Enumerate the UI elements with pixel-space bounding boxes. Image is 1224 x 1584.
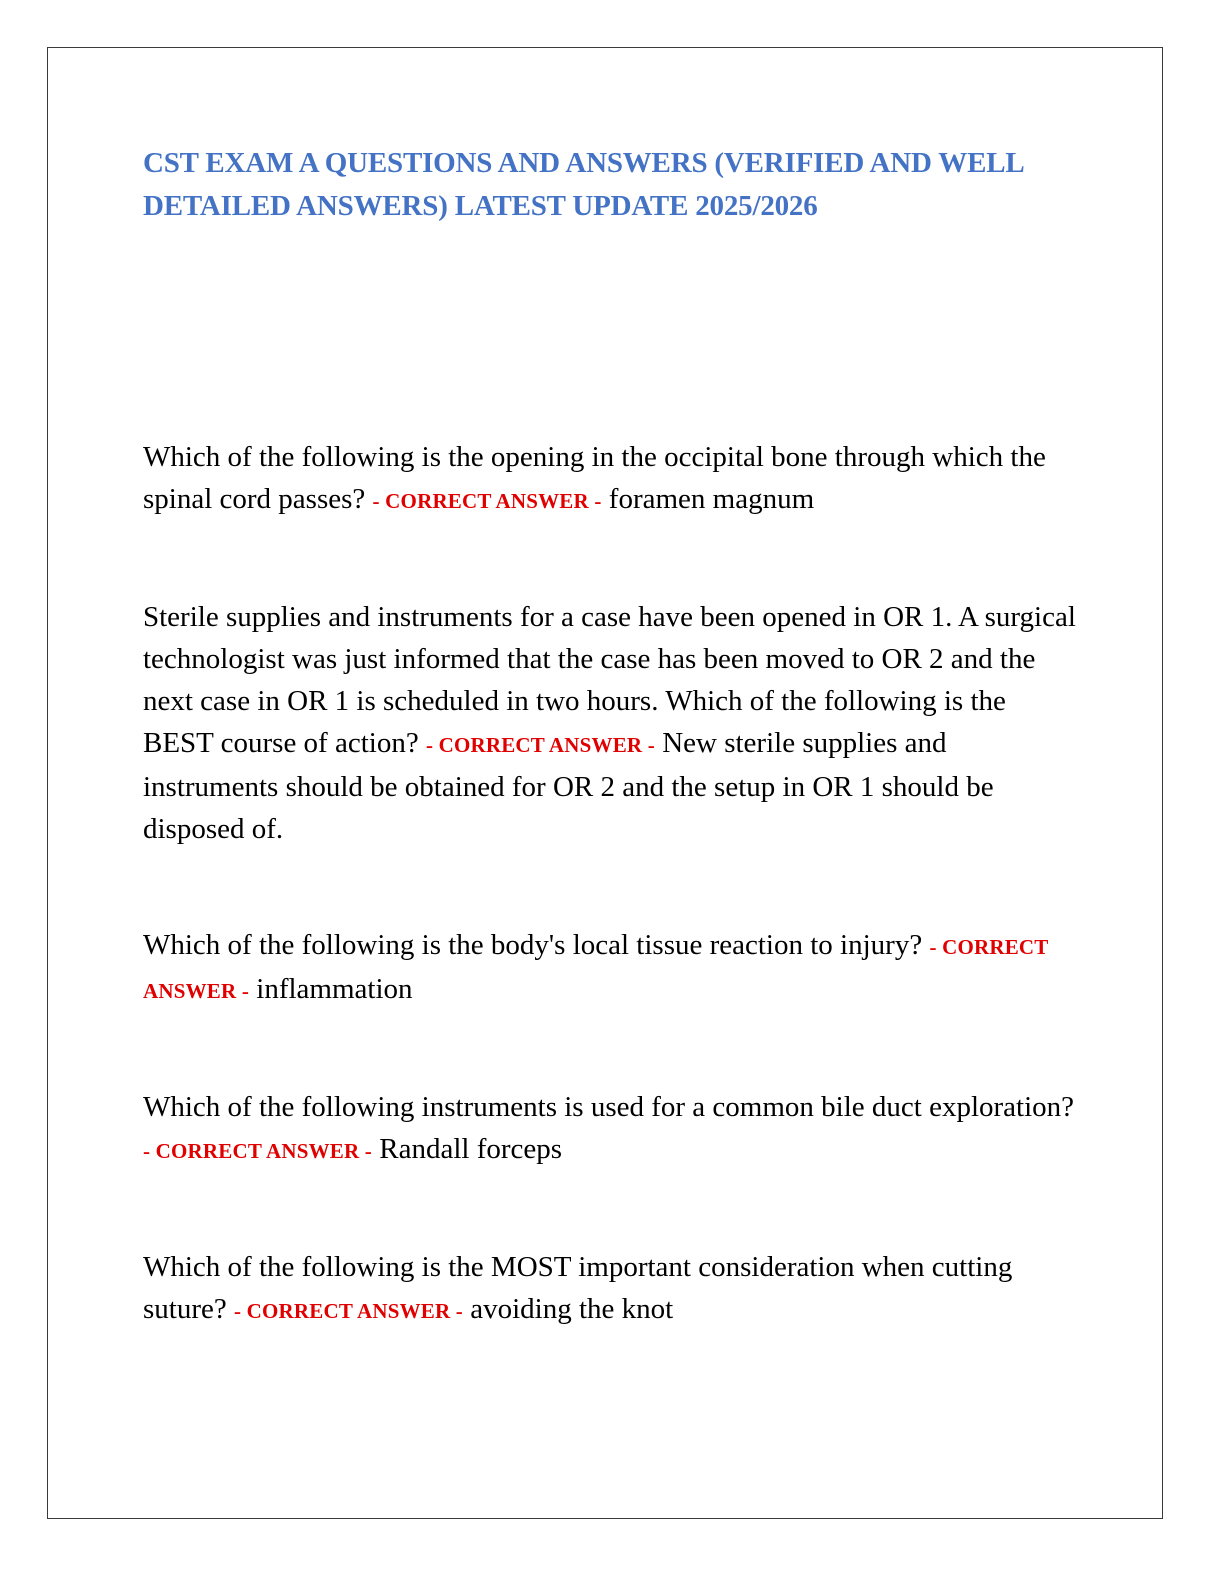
answer-text: foramen magnum <box>608 483 815 515</box>
qa-item: Which of the following is the MOST impor… <box>143 1246 1083 1332</box>
question-text: Which of the following is the body's loc… <box>143 929 923 961</box>
correct-answer-marker: - CORRECT ANSWER - <box>234 1299 463 1323</box>
question-text: Sterile supplies and instruments for a c… <box>143 601 1076 759</box>
qa-list: Which of the following is the opening in… <box>143 436 1083 1332</box>
qa-item: Which of the following is the body's loc… <box>143 924 1083 1012</box>
question-text: Which of the following is the MOST impor… <box>143 1251 1013 1325</box>
question-text: Which of the following instruments is us… <box>143 1091 1075 1123</box>
answer-text: avoiding the knot <box>470 1293 674 1325</box>
answer-text: Randall forceps <box>379 1133 563 1165</box>
qa-item: Sterile supplies and instruments for a c… <box>143 596 1083 850</box>
answer-text: New sterile supplies and instruments sho… <box>143 727 994 845</box>
correct-answer-marker: - CORRECT ANSWER - <box>143 935 1049 1003</box>
qa-item: Which of the following instruments is us… <box>143 1086 1083 1172</box>
correct-answer-marker: - CORRECT ANSWER - <box>143 1139 372 1163</box>
question-text: Which of the following is the opening in… <box>143 441 1046 515</box>
answer-text: inflammation <box>256 973 413 1005</box>
document-content: CST EXAM A QUESTIONS AND ANSWERS (VERIFI… <box>143 142 1083 1332</box>
qa-item: Which of the following is the opening in… <box>143 436 1083 522</box>
document-title: CST EXAM A QUESTIONS AND ANSWERS (VERIFI… <box>143 147 1023 222</box>
page-border <box>47 47 1163 1519</box>
correct-answer-marker: - CORRECT ANSWER - <box>372 489 602 513</box>
correct-answer-marker: - CORRECT ANSWER - <box>425 733 655 757</box>
